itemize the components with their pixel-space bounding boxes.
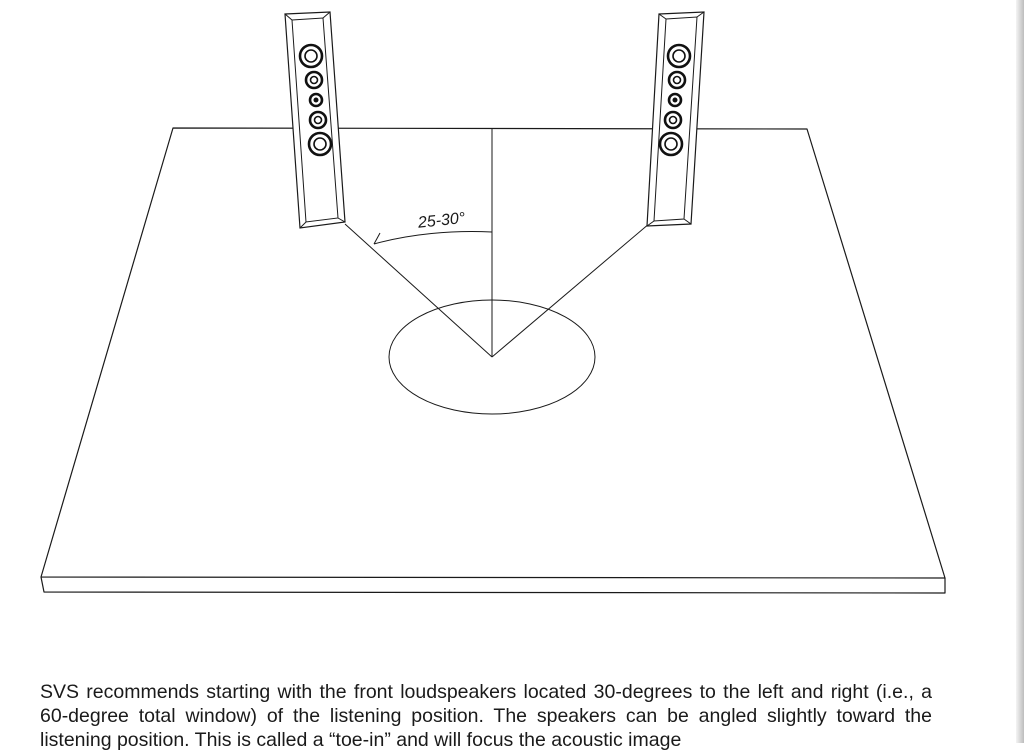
right-midrange-top-icon (667, 70, 687, 90)
left-speaker (284, 11, 346, 229)
left-tweeter-icon (308, 92, 324, 108)
left-listening-line (344, 223, 493, 358)
angle-label: 25-30° (416, 210, 466, 232)
caption-paragraph: SVS recommends starting with the front l… (40, 680, 932, 751)
right-woofer-bottom-icon (658, 131, 684, 157)
speaker-placement-diagram: 25-30° (40, 11, 946, 594)
floor-platform (40, 127, 946, 594)
right-woofer-top-icon (666, 43, 692, 69)
page-edge-scrollbar (1016, 0, 1024, 743)
right-midrange-bottom-icon (663, 110, 683, 130)
angle-arc (373, 231, 493, 245)
left-midrange-top-icon (304, 70, 324, 90)
left-woofer-top-icon (298, 43, 324, 69)
left-midrange-bottom-icon (308, 110, 328, 130)
left-woofer-bottom-icon (307, 131, 333, 157)
right-tweeter-icon (667, 92, 683, 108)
right-listening-line (491, 222, 651, 358)
right-speaker (646, 11, 705, 227)
